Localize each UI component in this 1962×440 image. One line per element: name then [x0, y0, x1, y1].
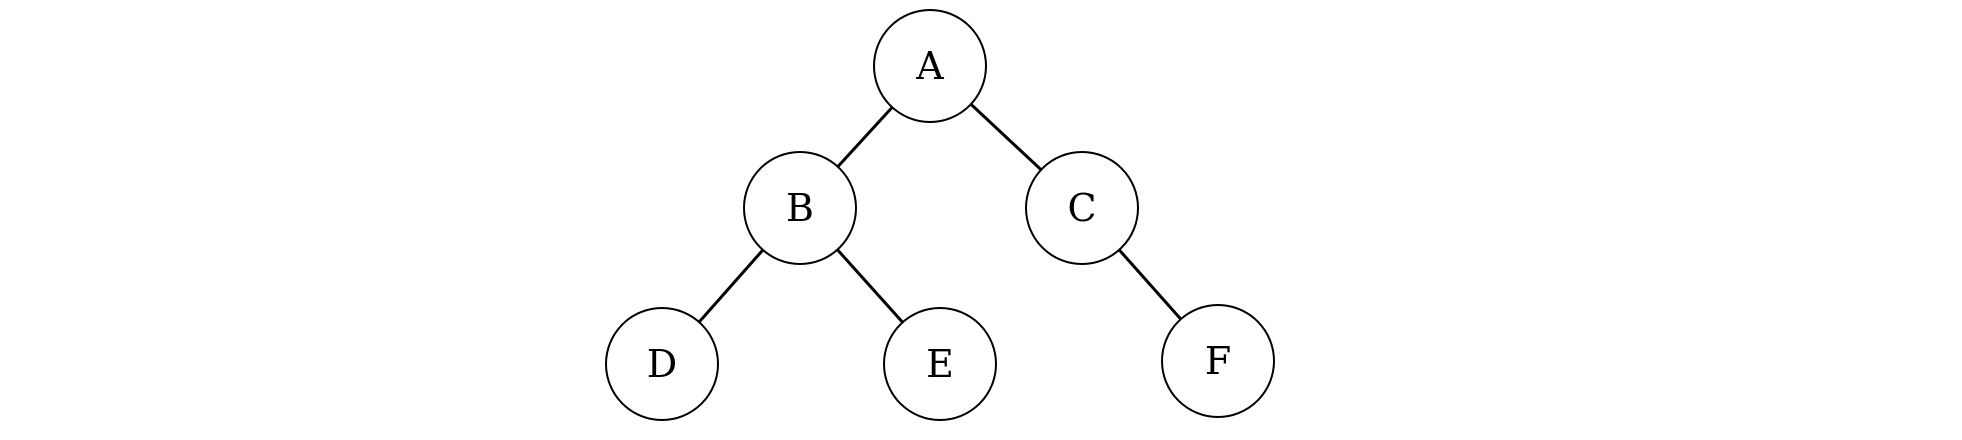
node-f-circle — [1161, 304, 1275, 418]
node-b-label: B — [786, 186, 814, 230]
node-c-label: C — [1067, 186, 1096, 230]
node-d-circle — [605, 307, 719, 421]
node-a: A — [873, 9, 987, 123]
node-c: C — [1025, 151, 1139, 265]
node-f: F — [1161, 304, 1275, 418]
node-a-label: A — [915, 44, 944, 88]
node-c-circle — [1025, 151, 1139, 265]
node-b-circle — [743, 151, 857, 265]
node-d: D — [605, 307, 719, 421]
node-a-circle — [873, 9, 987, 123]
node-f-label: F — [1205, 339, 1231, 383]
node-e-circle — [883, 307, 997, 421]
node-b: B — [743, 151, 857, 265]
node-e: E — [883, 307, 997, 421]
node-e-label: E — [926, 342, 954, 386]
node-d-label: D — [647, 342, 677, 386]
